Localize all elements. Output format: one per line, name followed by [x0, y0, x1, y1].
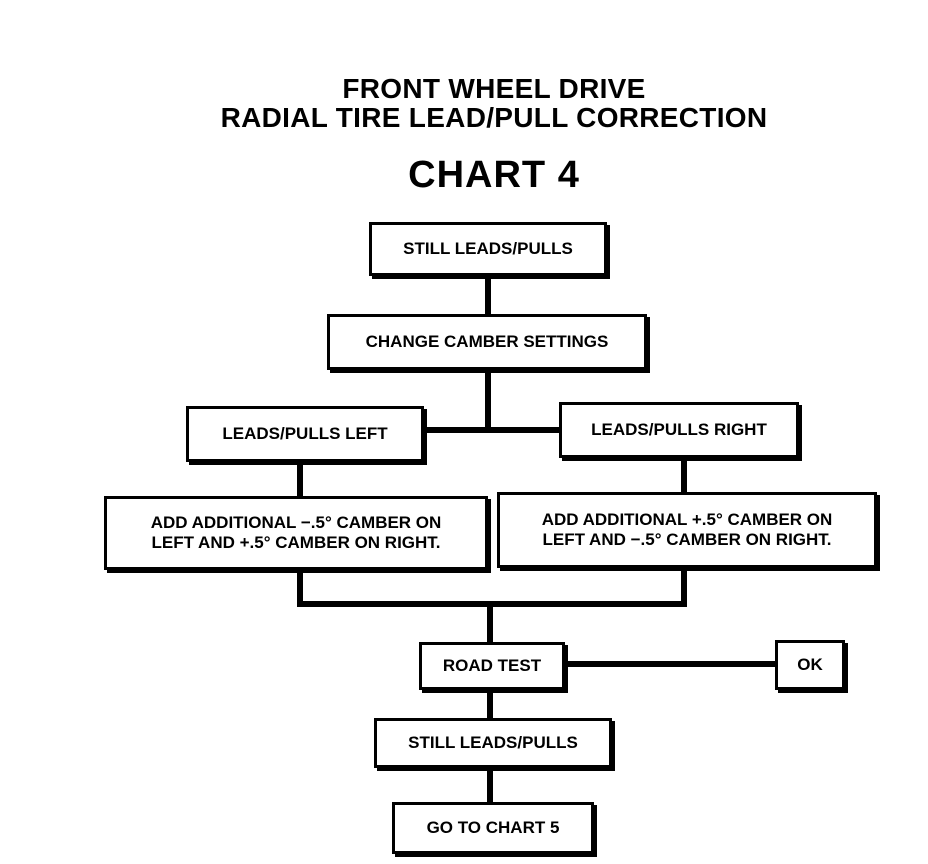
node-label: ROAD TEST: [442, 656, 542, 675]
node-change-camber-settings: CHANGE CAMBER SETTINGS: [327, 314, 647, 370]
diagram-title-line-2: RADIAL TIRE LEAD/PULL CORRECTION: [220, 102, 768, 133]
node-label: STILL LEADS/PULLS: [408, 733, 578, 752]
node-label: ADD ADDITIONAL −.5° CAMBER ON LEFT AND +…: [150, 513, 442, 552]
node-road-test: ROAD TEST: [419, 642, 565, 690]
node-label: ADD ADDITIONAL +.5° CAMBER ON LEFT AND −…: [541, 510, 833, 549]
node-still-leads-pulls-top: STILL LEADS/PULLS: [369, 222, 607, 276]
node-label: CHANGE CAMBER SETTINGS: [365, 332, 609, 351]
node-label: LEADS/PULLS LEFT: [222, 424, 388, 443]
diagram-title-line-1: FRONT WHEEL DRIVE: [342, 73, 646, 104]
node-ok: OK: [775, 640, 845, 690]
node-label: GO TO CHART 5: [426, 818, 560, 837]
node-label: LEADS/PULLS RIGHT: [591, 420, 767, 439]
node-leads-pulls-left: LEADS/PULLS LEFT: [186, 406, 424, 462]
node-leads-pulls-right: LEADS/PULLS RIGHT: [559, 402, 799, 458]
node-label: OK: [797, 655, 823, 674]
node-go-to-chart-5: GO TO CHART 5: [392, 802, 594, 854]
node-add-camber-left: ADD ADDITIONAL −.5° CAMBER ON LEFT AND +…: [104, 496, 488, 570]
node-label: STILL LEADS/PULLS: [403, 239, 573, 258]
node-still-leads-pulls-bottom: STILL LEADS/PULLS: [374, 718, 612, 768]
chart-number-heading: CHART 4: [408, 154, 580, 196]
node-add-camber-right: ADD ADDITIONAL +.5° CAMBER ON LEFT AND −…: [497, 492, 877, 568]
